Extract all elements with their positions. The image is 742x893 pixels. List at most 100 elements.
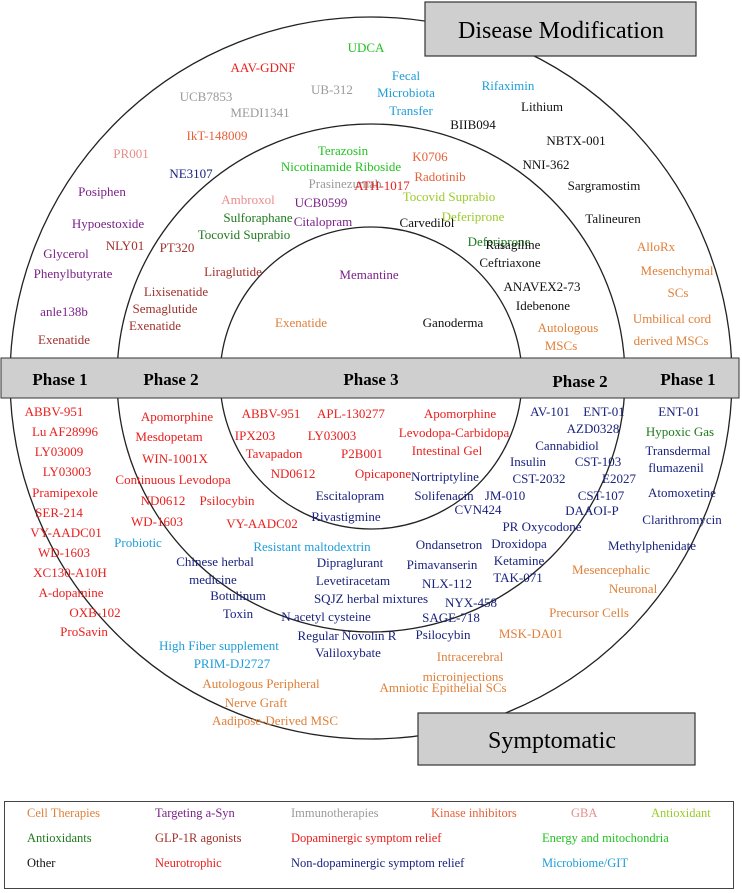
symptomatic-drug-label: VY-AADC02 bbox=[226, 516, 298, 531]
symptomatic-drug-label: Tavapadon bbox=[246, 446, 303, 461]
symptomatic-drug-label: Regular Novolin R bbox=[298, 628, 397, 643]
disease-modification-drug-label: Lithium bbox=[521, 99, 563, 114]
disease-modification-drug-label: Rifaximin bbox=[482, 78, 535, 93]
symptomatic-drug-label: microinjections bbox=[423, 669, 504, 684]
disease-modification-drug-label: Lixisenatide bbox=[144, 284, 208, 299]
symptomatic-drug-label: APL-130277 bbox=[317, 406, 385, 421]
phase-label-phase3: Phase 3 bbox=[343, 370, 398, 389]
symptomatic-drug-label: Insulin bbox=[510, 454, 547, 469]
symptomatic-drug-label: N acetyl cysteine bbox=[281, 609, 371, 624]
symptomatic-drug-label: Hypoxic Gas bbox=[646, 424, 714, 439]
symptomatic-drug-label: Chinese herbal bbox=[176, 554, 254, 569]
symptomatic-drug-label: AZD0328 bbox=[567, 421, 620, 436]
disease-modification-drug-label: Ganoderma bbox=[423, 315, 484, 330]
symptomatic-drug-label: VY-AADC01 bbox=[30, 525, 102, 540]
symptomatic-drug-label: Methylphenidate bbox=[608, 538, 696, 553]
disease-modification-drug-label: NE3107 bbox=[169, 166, 213, 181]
disease-modification-drug-label: Hypoestoxide bbox=[72, 216, 144, 231]
symptomatic-title: Symptomatic bbox=[488, 728, 616, 754]
disease-modification-drug-label: anle138b bbox=[40, 304, 88, 319]
phase-label-left-phase2: Phase 2 bbox=[143, 370, 198, 389]
phase-label-right-phase2: Phase 2 bbox=[552, 372, 607, 391]
disease-modification-drug-label: SCs bbox=[668, 285, 689, 300]
disease-modification-drug-label: MSCs bbox=[545, 338, 578, 353]
symptomatic-drug-label: Mesencephalic bbox=[572, 562, 650, 577]
disease-modification-drug-label: AlloRx bbox=[637, 239, 676, 254]
disease-modification-drug-label: Tocovid Suprabio bbox=[198, 227, 291, 242]
symptomatic-drug-label: Amniotic Epithelial SCs bbox=[379, 680, 506, 695]
drug-labels: AAV-GDNFUDCAUB-312FecalMicrobiotaTransfe… bbox=[25, 40, 723, 728]
phase-band bbox=[0, 357, 740, 399]
symptomatic-drug-label: Cannabidiol bbox=[535, 438, 599, 453]
symptomatic-drug-label: MSK-DA01 bbox=[499, 626, 563, 641]
symptomatic-drug-label: PR Oxycodone bbox=[502, 519, 581, 534]
legend-item: Targeting a-Syn bbox=[155, 806, 235, 820]
disease-modification-drug-label: Radotinib bbox=[414, 169, 465, 184]
disease-modification-drug-label: PR001 bbox=[113, 146, 148, 161]
symptomatic-drug-label: CVN424 bbox=[455, 502, 502, 517]
symptomatic-drug-label: ABBV-951 bbox=[25, 404, 84, 419]
disease-modification-drug-label: Ceftriaxone bbox=[479, 255, 541, 270]
symptomatic-drug-label: Botulinum bbox=[210, 588, 266, 603]
disease-modification-drug-label: AAV-GDNF bbox=[230, 60, 295, 75]
disease-modification-drug-label: Ambroxol bbox=[221, 192, 275, 207]
disease-modification-drug-label: UCB7853 bbox=[180, 89, 233, 104]
symptomatic-drug-label: Resistant maltodextrin bbox=[253, 539, 371, 554]
symptomatic-drug-label: Intracerebral bbox=[437, 649, 504, 664]
disease-modification-drug-label: Autologous bbox=[538, 320, 599, 335]
symptomatic-drug-label: Levodopa-Carbidopa bbox=[399, 425, 510, 440]
symptomatic-drug-label: CST-107 bbox=[578, 488, 625, 503]
symptomatic-drug-label: Valiloxybate bbox=[315, 645, 381, 660]
symptomatic-drug-label: Apomorphine bbox=[141, 409, 213, 424]
symptomatic-drug-label: NLX-112 bbox=[422, 576, 472, 591]
disease-modification-drug-label: Phenylbutyrate bbox=[34, 266, 113, 281]
legend-item: GLP-1R agonists bbox=[155, 831, 242, 845]
legend-item: Other bbox=[27, 856, 56, 870]
disease-modification-drug-label: Rasagiline bbox=[486, 237, 541, 252]
disease-modification-drug-label: Carvedilol bbox=[400, 215, 455, 230]
symptomatic-drug-label: Solifenacin bbox=[414, 488, 474, 503]
symptomatic-drug-label: WD-1603 bbox=[131, 514, 183, 529]
legend-item: Cell Therapies bbox=[27, 806, 101, 820]
symptomatic-drug-label: Psilocybin bbox=[416, 627, 471, 642]
symptomatic-drug-label: Continuous Levodopa bbox=[115, 472, 230, 487]
disease-modification-drug-label: Talineuren bbox=[585, 211, 641, 226]
disease-modification-drug-label: Memantine bbox=[339, 267, 398, 282]
symptomatic-drug-label: Atomoxetine bbox=[648, 485, 716, 500]
disease-modification-drug-label: Tocovid Suprabio bbox=[403, 189, 496, 204]
symptomatic-drug-label: Rivastigmine bbox=[311, 509, 381, 524]
disease-modification-drug-label: Idebenone bbox=[516, 298, 570, 313]
symptomatic-drug-label: Droxidopa bbox=[491, 536, 547, 551]
disease-modification-drug-label: Nicotinamide Riboside bbox=[281, 159, 401, 174]
symptomatic-drug-label: ProSavin bbox=[60, 624, 108, 639]
disease-modification-drug-label: Deferiprone bbox=[442, 209, 505, 224]
disease-modification-drug-label: Terazosin bbox=[318, 143, 369, 158]
legend-item: Energy and mitochondria bbox=[542, 831, 669, 845]
symptomatic-drug-label: SQJZ herbal mixtures bbox=[314, 591, 428, 606]
disease-modification-drug-label: Deferiprone bbox=[468, 234, 531, 249]
symptomatic-drug-label: IPX203 bbox=[235, 428, 275, 443]
symptomatic-drug-label: Probiotic bbox=[114, 535, 162, 550]
symptomatic-drug-label: P2B001 bbox=[341, 446, 383, 461]
symptomatic-drug-label: ABBV-951 bbox=[242, 406, 301, 421]
symptomatic-drug-label: AV-101 bbox=[530, 404, 570, 419]
symptomatic-drug-label: ND0612 bbox=[141, 493, 186, 508]
symptomatic-drug-label: medicine bbox=[189, 572, 237, 587]
symptomatic-drug-label: PRIM-DJ2727 bbox=[194, 656, 271, 671]
legend-item: Antioxidant bbox=[651, 806, 711, 820]
phase-label-right-phase1: Phase 1 bbox=[660, 370, 715, 389]
disease-modification-drug-label: MEDI1341 bbox=[230, 105, 289, 120]
disease-modification-drug-label: PT320 bbox=[160, 240, 195, 255]
symptomatic-drug-label: Dipraglurant bbox=[317, 555, 384, 570]
disease-modification-drug-label: Liraglutide bbox=[204, 264, 262, 279]
symptomatic-drug-label: ND0612 bbox=[271, 466, 316, 481]
legend-item: GBA bbox=[571, 806, 598, 820]
symptomatic-drug-label: Autologous Peripheral bbox=[202, 676, 320, 691]
disease-modification-drug-label: Citalopram bbox=[294, 214, 353, 229]
legend-item: Microbiome/GIT bbox=[542, 856, 629, 870]
symptomatic-drug-label: Pimavanserin bbox=[407, 557, 478, 572]
symptomatic-drug-label: SAGE-718 bbox=[422, 610, 480, 625]
legend-item: Antioxidants bbox=[27, 831, 92, 845]
symptomatic-drug-label: LY03003 bbox=[43, 464, 92, 479]
